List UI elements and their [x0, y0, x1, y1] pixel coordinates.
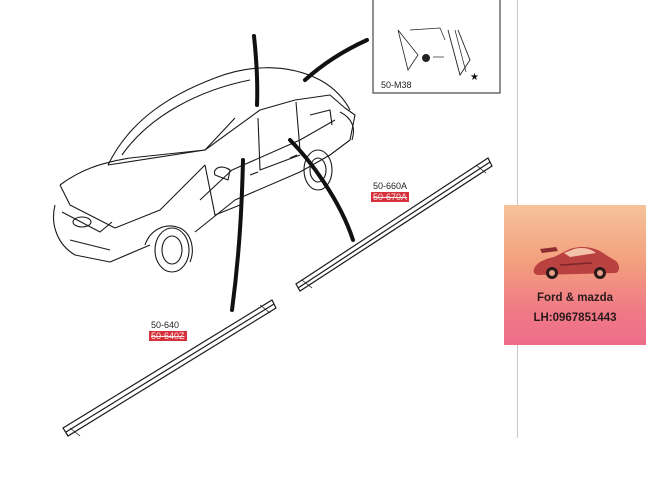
promo-title: Ford & mazda — [536, 292, 614, 304]
leader-lines — [230, 34, 369, 312]
inset-detail — [372, 0, 501, 94]
front-part-alt-label: 50-640Z — [149, 331, 187, 341]
promo-phone: LH:0967851443 — [533, 312, 617, 324]
inset-mark: ★ — [470, 72, 479, 83]
rear-belt-molding — [295, 157, 493, 292]
inset-part-label: 50-M38 — [381, 80, 412, 90]
car-outline — [53, 67, 356, 273]
rear-part-label: 50-660A — [373, 181, 408, 191]
front-part-label: 50-640 — [151, 320, 180, 330]
rear-part-alt-label: 50-670A — [371, 192, 410, 202]
front-belt-molding — [62, 299, 277, 437]
sports-car-icon — [533, 247, 619, 279]
promo-badge: Ford & mazda LH:0967851443 — [504, 205, 646, 345]
